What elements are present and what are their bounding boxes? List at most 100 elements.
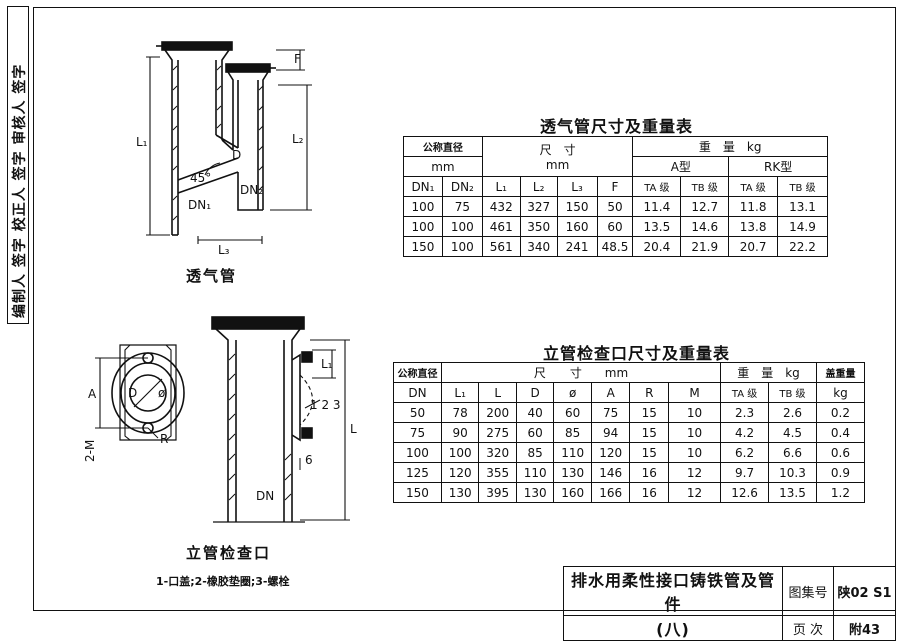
vent-hdr-nominal: 公称直径 [403, 136, 483, 157]
table-cell: 75 [590, 402, 631, 423]
table-cell: 100 [441, 216, 483, 237]
table-cell: 461 [481, 216, 521, 237]
table-cell: 16 [629, 462, 670, 483]
check-col: A [590, 382, 631, 403]
atlas-value: 陕02 S1 [833, 566, 896, 616]
atlas-label: 图集号 [782, 566, 834, 616]
vent-col: L₃ [556, 176, 598, 197]
table-cell: 85 [553, 422, 592, 443]
table-cell: 10 [668, 442, 722, 463]
table-cell: 100 [440, 442, 480, 463]
table-cell: 10.3 [768, 462, 817, 483]
table-cell: 120 [590, 442, 631, 463]
vent-hdr-weight: 重 量 kg [632, 136, 828, 157]
table-cell: 14.6 [680, 216, 730, 237]
table-cell: 160 [553, 482, 592, 503]
vent-caption: 透气管 [186, 267, 238, 285]
label-L1: L₁ [136, 135, 148, 149]
vent-col: TB 级 [680, 176, 730, 197]
vent-hdr-typeRK: RK型 [728, 156, 828, 177]
check-col: TA 级 [720, 382, 770, 403]
table-cell: 50 [596, 196, 634, 217]
table-cell: 60 [515, 422, 555, 443]
label-DN-check: DN [256, 489, 275, 503]
table-cell: 48.5 [596, 236, 634, 257]
drawing-frame [33, 7, 896, 611]
table-cell: 6.6 [768, 442, 817, 463]
label-phi: ø [158, 386, 166, 400]
table-cell: 75 [441, 196, 483, 217]
table-cell: 12 [668, 482, 722, 503]
check-table: 公称直径 尺 寸 mm 重 量 kg 盖重量 DN L₁ L D ø A R M… [393, 362, 866, 503]
check-col: R [629, 382, 670, 403]
table-cell: 327 [519, 196, 558, 217]
table-cell: 21.9 [680, 236, 730, 257]
vent-col: TB 级 [777, 176, 828, 197]
check-col: M [668, 382, 722, 403]
drawing-title: 排水用柔性接口铸铁管及管件 [563, 566, 783, 616]
table-cell: 15 [629, 422, 670, 443]
label-F: F [294, 52, 301, 66]
check-hdr-size: 尺 寸 mm [440, 362, 722, 383]
table-cell: 0.4 [815, 422, 866, 443]
check-hdr-cover: 盖重量 [815, 362, 866, 383]
table-cell: 94 [590, 422, 631, 443]
vent-hdr-typeA: A型 [632, 156, 730, 177]
label-2M: 2-M [83, 439, 97, 462]
table-cell: 10 [668, 422, 722, 443]
table-cell: 110 [553, 442, 592, 463]
table-cell: 75 [393, 422, 442, 443]
table-cell: 0.9 [815, 462, 866, 483]
table-cell: 4.2 [720, 422, 770, 443]
table-cell: 2.3 [720, 402, 770, 423]
table-cell: 20.7 [728, 236, 779, 257]
table-cell: 11.8 [728, 196, 779, 217]
table-cell: 13.5 [632, 216, 682, 237]
label-R: R [160, 432, 169, 446]
table-cell: 14.9 [777, 216, 828, 237]
table-cell: 160 [556, 216, 598, 237]
table-cell: 9.7 [720, 462, 770, 483]
label-parts: 1 2 3 [310, 398, 341, 412]
table-cell: 125 [393, 462, 442, 483]
table-cell: 200 [478, 402, 517, 423]
table-cell: 12.6 [720, 482, 770, 503]
table-cell: 150 [403, 236, 443, 257]
table-cell: 10 [668, 402, 722, 423]
drawing-subtitle: (八) [563, 615, 783, 641]
check-col: D [515, 382, 555, 403]
table-cell: 100 [393, 442, 442, 463]
table-cell: 40 [515, 402, 555, 423]
table-cell: 12.7 [680, 196, 730, 217]
vent-col-header-row: DN₁ DN₂ L₁ L₂ L₃ F TA 级 TB 级 TA 级 TB 级 [403, 176, 828, 197]
vent-hdr-mm: mm [403, 156, 483, 177]
check-col: ø [553, 382, 592, 403]
label-A: A [88, 387, 97, 401]
vent-col: DN₁ [403, 176, 443, 197]
vent-col: L₂ [519, 176, 558, 197]
table-cell: 395 [478, 482, 517, 503]
check-col: L [478, 382, 517, 403]
table-cell: 13.1 [777, 196, 828, 217]
label-6: 6 [305, 453, 313, 467]
table-cell: 6.2 [720, 442, 770, 463]
label-D-cover: D [128, 386, 138, 400]
table-cell: 0.6 [815, 442, 866, 463]
check-table-title: 立管检查口尺寸及重量表 [543, 344, 731, 363]
table-cell: 150 [556, 196, 598, 217]
table-cell: 130 [515, 482, 555, 503]
table-cell: 120 [440, 462, 480, 483]
table-cell: 241 [556, 236, 598, 257]
table-cell: 150 [393, 482, 442, 503]
vent-col: DN₂ [441, 176, 483, 197]
table-cell: 4.5 [768, 422, 817, 443]
label-L-check: L [350, 422, 357, 436]
label-DN1: DN₁ [188, 198, 212, 212]
table-cell: 13.8 [728, 216, 779, 237]
vent-col: L₁ [481, 176, 521, 197]
table-cell: 22.2 [777, 236, 828, 257]
